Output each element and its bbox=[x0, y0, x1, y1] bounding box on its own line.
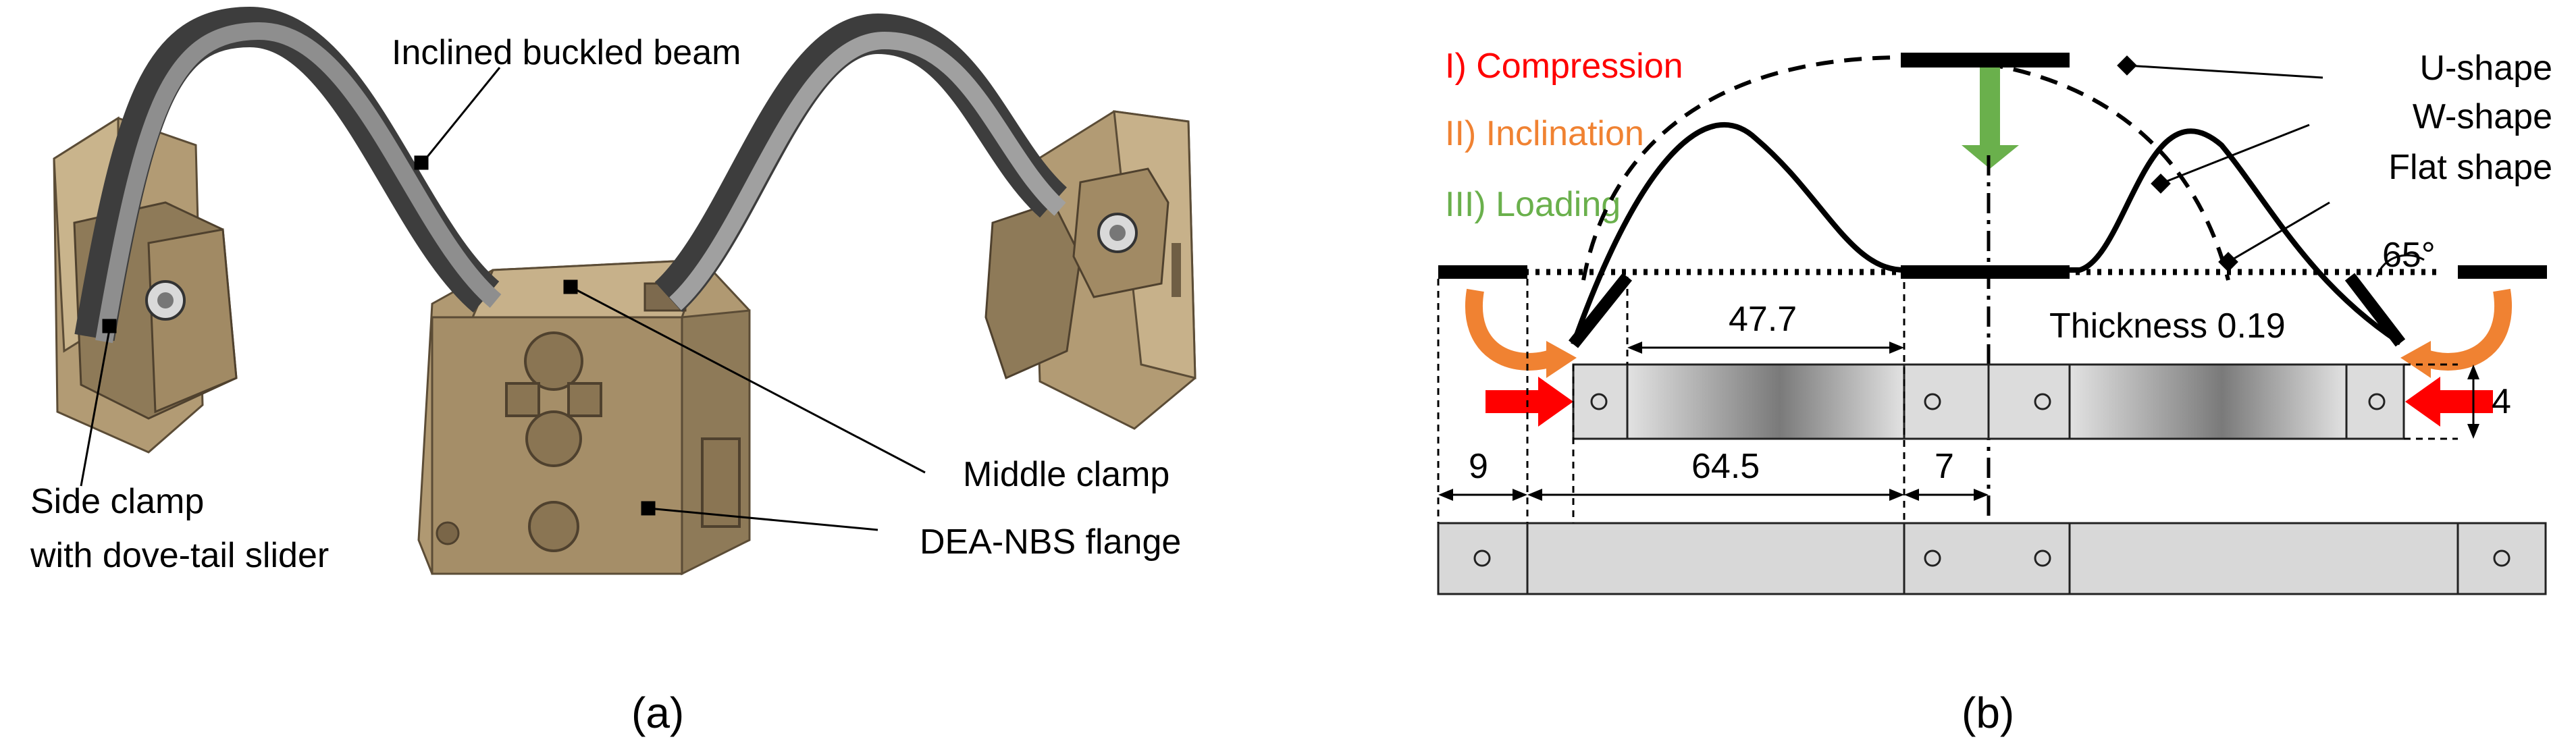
dim-47-7: 47.7 bbox=[1729, 300, 1797, 339]
dimension-lines bbox=[1437, 270, 2475, 523]
step-compression: I) Compression bbox=[1445, 47, 1683, 86]
caption-b: (b) bbox=[1962, 689, 2014, 737]
panel-b: I) Compression II) Inclination III) Load… bbox=[1437, 47, 2552, 737]
label-middle-clamp: Middle clamp bbox=[963, 455, 1169, 494]
angle-arc bbox=[2375, 254, 2425, 277]
step-inclination: II) Inclination bbox=[1445, 114, 1644, 153]
panel-a: Inclined buckled beam Side clamp with do… bbox=[30, 6, 1197, 737]
label-dea-nbs-flange: DEA-NBS flange bbox=[920, 522, 1181, 562]
dim-9: 9 bbox=[1469, 447, 1488, 486]
dim-64-5: 64.5 bbox=[1691, 447, 1760, 486]
dimension-arrowheads bbox=[1438, 342, 2479, 501]
left-beam-end bbox=[1568, 273, 1633, 348]
label-u-shape: U-shape bbox=[2419, 49, 2552, 88]
right-side-clamp bbox=[984, 110, 1197, 430]
left-side-clamp bbox=[53, 116, 238, 454]
label-w-shape: W-shape bbox=[2413, 97, 2552, 136]
label-flat-shape: Flat shape bbox=[2388, 148, 2552, 187]
right-beam-end bbox=[2344, 273, 2406, 347]
dim-thickness: Thickness 0.19 bbox=[2049, 306, 2286, 346]
loading-arrow bbox=[1962, 68, 2019, 169]
flat-strip bbox=[1437, 522, 2547, 595]
caption-a: (a) bbox=[631, 689, 684, 737]
buckled-beam bbox=[74, 6, 1068, 344]
shape-leaders bbox=[2117, 55, 2330, 272]
label-side-clamp: Side clamp bbox=[30, 482, 204, 521]
dim-7: 7 bbox=[1935, 447, 1954, 486]
inclination-arrow-right bbox=[2421, 288, 2512, 371]
mid-bar bbox=[1901, 265, 2070, 279]
label-inclined-buckled-beam: Inclined buckled beam bbox=[392, 33, 741, 72]
dim-4: 4 bbox=[2492, 382, 2511, 421]
label-dove-tail-slider: with dove-tail slider bbox=[30, 536, 329, 575]
compressed-strip bbox=[1572, 363, 2405, 440]
w-shape-curve bbox=[1571, 122, 2402, 346]
step-loading: III) Loading bbox=[1445, 185, 1621, 224]
left-side-bar bbox=[1438, 265, 1527, 279]
leader-lines-a bbox=[80, 67, 926, 531]
right-side-bar bbox=[2458, 265, 2547, 279]
top-bar bbox=[1901, 53, 2070, 68]
inclination-arrow-left bbox=[1465, 288, 1556, 371]
compression-arrows bbox=[1486, 377, 2493, 427]
u-shape-curve bbox=[1581, 55, 2230, 281]
